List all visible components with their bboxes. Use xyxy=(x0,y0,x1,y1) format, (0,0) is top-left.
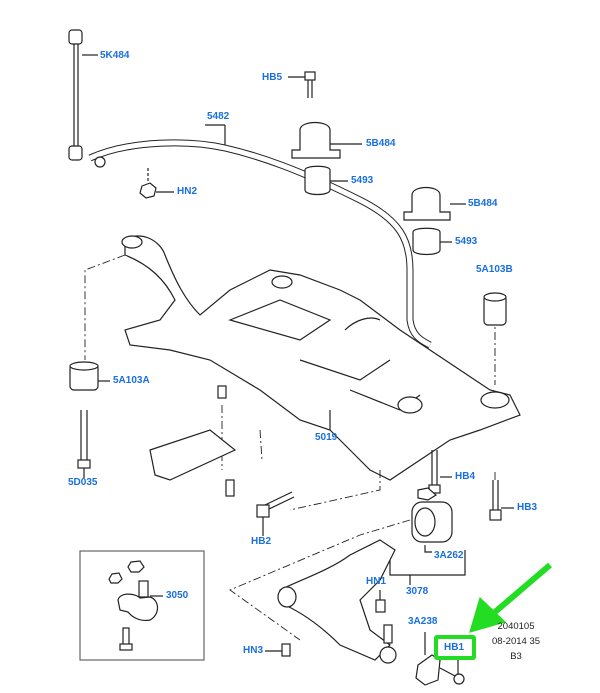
stabilizer-bar xyxy=(88,124,432,349)
label-5493-left: 5493 xyxy=(351,175,374,186)
drawing-number: 2040105 xyxy=(497,621,535,632)
bolt-hn3 xyxy=(265,643,291,657)
label-5482: 5482 xyxy=(207,111,230,122)
nut-hn1 xyxy=(375,590,386,613)
bolt-5d035 xyxy=(77,410,91,478)
label-5b484-left: 5B484 xyxy=(366,138,396,149)
label-5d035: 5D035 xyxy=(68,477,98,488)
label-hn2: HN2 xyxy=(177,186,198,197)
bushing-5a103b xyxy=(483,292,507,326)
bracket-5b484-left xyxy=(291,121,362,159)
bushing-5a103a xyxy=(69,361,110,391)
label-hn3: HN3 xyxy=(243,645,264,656)
date-code: 08-2014 35 xyxy=(491,636,541,647)
stabilizer-link xyxy=(68,29,98,161)
bolt-hb5 xyxy=(288,71,316,98)
label-hb4: HB4 xyxy=(455,471,476,482)
lower-arm xyxy=(277,539,466,661)
bolt-hb2 xyxy=(256,491,295,536)
label-3a238: 3A238 xyxy=(408,616,438,627)
ball-joint-right xyxy=(379,624,397,664)
label-5a103a: 5A103A xyxy=(113,375,150,386)
inset-ball-joint-box xyxy=(79,550,205,661)
drawing-info: 2040105 08-2014 35 B3 xyxy=(486,619,546,664)
label-hb2: HB2 xyxy=(251,536,272,547)
label-hb3: HB3 xyxy=(517,502,538,513)
sheet-code: B3 xyxy=(510,651,522,662)
bushing-3a262 xyxy=(411,487,453,553)
label-3a262: 3A262 xyxy=(434,550,464,561)
bracket-5b484-right xyxy=(403,186,466,221)
label-3078: 3078 xyxy=(406,586,429,597)
bolt-hb3 xyxy=(489,480,514,521)
label-5019: 5019 xyxy=(315,432,338,443)
nut-hn2 xyxy=(139,168,174,199)
label-hb1: HB1 xyxy=(444,642,465,653)
shield-3a238 xyxy=(415,632,465,686)
subframe xyxy=(121,235,521,481)
label-5k484: 5K484 xyxy=(100,50,130,61)
highlight-box xyxy=(434,635,476,660)
bolt-hb4 xyxy=(428,450,452,494)
bushing-5493-right xyxy=(412,227,452,256)
label-hb5: HB5 xyxy=(262,72,283,83)
highlight-arrow-icon xyxy=(469,562,552,633)
label-5a103b: 5A103B xyxy=(476,264,513,275)
label-5493-right: 5493 xyxy=(455,236,478,247)
bushing-5493-left xyxy=(304,165,348,196)
heat-shield xyxy=(149,385,237,497)
label-hn1: HN1 xyxy=(366,576,387,587)
label-3050: 3050 xyxy=(166,590,189,601)
dash-leaders xyxy=(84,254,496,641)
label-5b484-right: 5B484 xyxy=(468,198,498,209)
